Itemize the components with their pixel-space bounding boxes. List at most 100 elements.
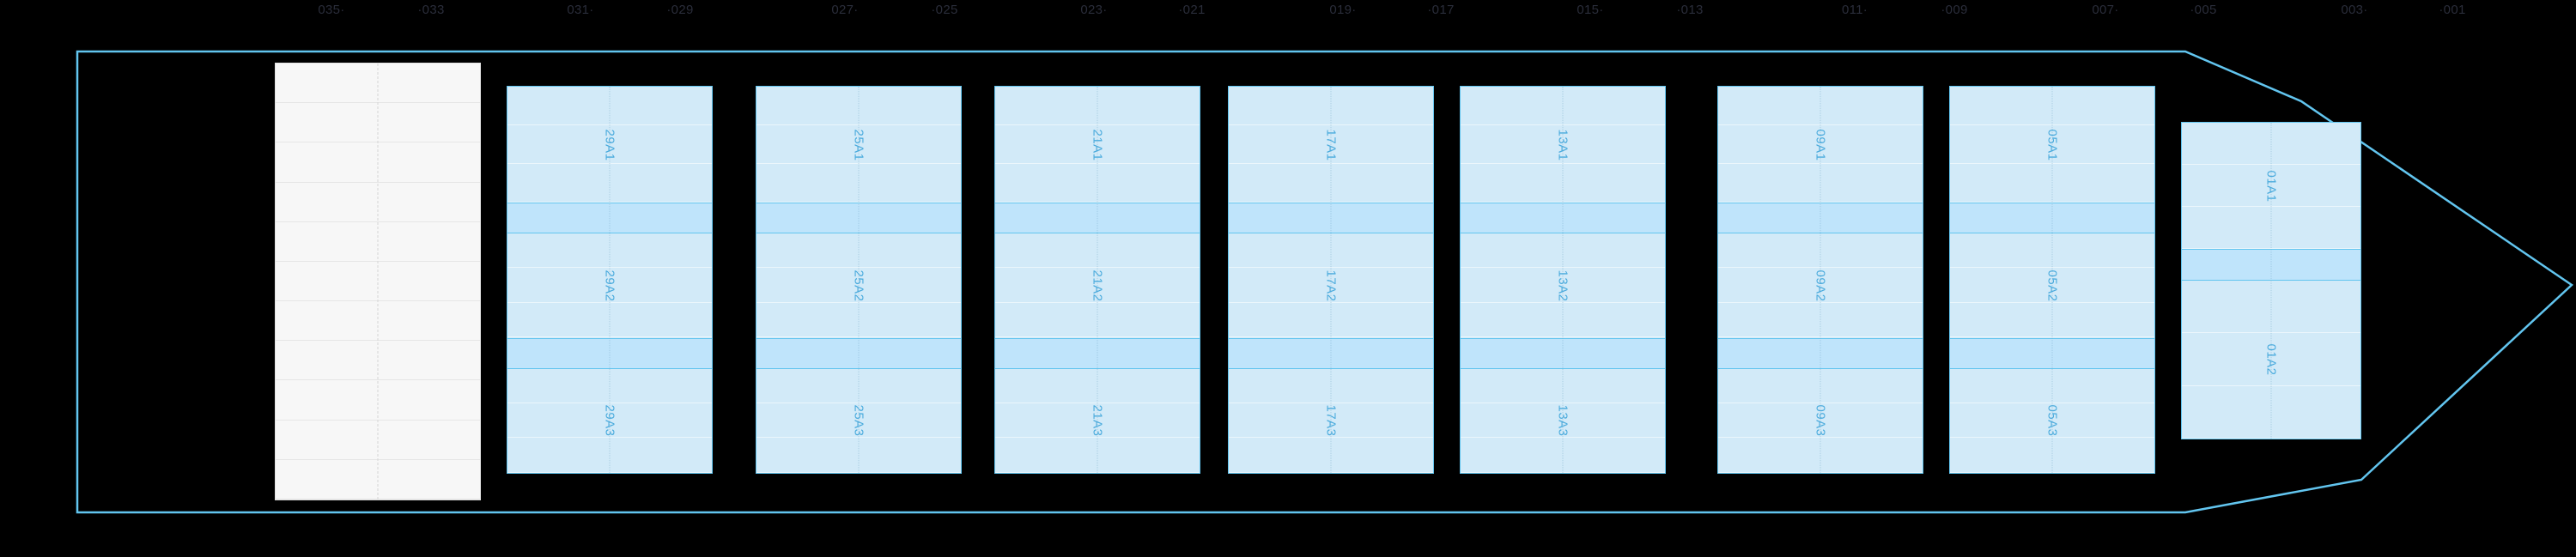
tier-subrow[interactable]: [2182, 165, 2360, 208]
bay-09[interactable]: 09A1 09A2 09A3: [1717, 86, 1923, 474]
tier-01A1[interactable]: 01A1: [2182, 123, 2360, 250]
tier-subrow[interactable]: [756, 87, 961, 125]
tier-subrow[interactable]: [995, 303, 1200, 338]
tier-subrow[interactable]: [1461, 403, 1665, 439]
tier-subrow[interactable]: [1950, 268, 2154, 303]
bay-05[interactable]: 05A1 05A2 05A3: [1949, 86, 2155, 474]
tier-subrow[interactable]: [1950, 369, 2154, 403]
bay-13[interactable]: 13A1 13A2 13A3: [1460, 86, 1666, 474]
tier-13A3[interactable]: 13A3: [1461, 368, 1665, 473]
tier-subrow[interactable]: [507, 438, 712, 473]
tier-subrow[interactable]: [1229, 438, 1433, 473]
stern-grid-row[interactable]: [276, 421, 480, 460]
tier-13A1[interactable]: 13A1: [1461, 87, 1665, 203]
tier-subrow[interactable]: [1461, 87, 1665, 125]
tier-subrow[interactable]: [1718, 164, 1923, 203]
tier-subrow[interactable]: [1718, 87, 1923, 125]
tier-09A1[interactable]: 09A1: [1718, 87, 1923, 203]
tier-subrow[interactable]: [2182, 123, 2360, 166]
tier-subrow[interactable]: [1718, 303, 1923, 338]
tier-05A2[interactable]: 05A2: [1950, 233, 2154, 338]
tier-subrow[interactable]: [1950, 87, 2154, 125]
stern-grid-row[interactable]: [276, 64, 480, 104]
tier-subrow[interactable]: [756, 233, 961, 269]
tier-05A1[interactable]: 05A1: [1950, 87, 2154, 203]
tier-subrow[interactable]: [995, 369, 1200, 403]
stern-grid-row[interactable]: [276, 142, 480, 183]
tier-subrow[interactable]: [1950, 303, 2154, 338]
tier-21A1[interactable]: 21A1: [995, 87, 1200, 203]
tier-09A2[interactable]: 09A2: [1718, 233, 1923, 338]
stern-grid-row[interactable]: [276, 262, 480, 302]
tier-subrow[interactable]: [756, 268, 961, 303]
tier-subrow[interactable]: [507, 369, 712, 403]
tier-subrow[interactable]: [1229, 164, 1433, 203]
tier-subrow[interactable]: [1229, 233, 1433, 269]
tier-21A3[interactable]: 21A3: [995, 368, 1200, 473]
tier-subrow[interactable]: [2182, 333, 2360, 386]
tier-21A2[interactable]: 21A2: [995, 233, 1200, 338]
stern-grid-row[interactable]: [276, 301, 480, 342]
tier-subrow[interactable]: [995, 164, 1200, 203]
tier-subrow[interactable]: [507, 164, 712, 203]
tier-subrow[interactable]: [1461, 303, 1665, 338]
tier-subrow[interactable]: [1229, 403, 1433, 439]
tier-subrow[interactable]: [995, 87, 1200, 125]
tier-subrow[interactable]: [507, 125, 712, 164]
tier-subrow[interactable]: [1718, 369, 1923, 403]
tier-25A1[interactable]: 25A1: [756, 87, 961, 203]
tier-subrow[interactable]: [507, 87, 712, 125]
tier-subrow[interactable]: [1718, 268, 1923, 303]
tier-subrow[interactable]: [2182, 207, 2360, 250]
tier-subrow[interactable]: [1718, 438, 1923, 473]
tier-subrow[interactable]: [1229, 303, 1433, 338]
tier-subrow[interactable]: [1461, 268, 1665, 303]
tier-subrow[interactable]: [507, 303, 712, 338]
tier-subrow[interactable]: [995, 125, 1200, 164]
stern-grid-row[interactable]: [276, 380, 480, 421]
tier-29A1[interactable]: 29A1: [507, 87, 712, 203]
tier-29A2[interactable]: 29A2: [507, 233, 712, 338]
tier-subrow[interactable]: [756, 125, 961, 164]
stern-grid-row[interactable]: [276, 103, 480, 143]
tier-subrow[interactable]: [756, 403, 961, 439]
tier-subrow[interactable]: [507, 233, 712, 269]
tier-subrow[interactable]: [995, 403, 1200, 439]
tier-subrow[interactable]: [1950, 164, 2154, 203]
tier-subrow[interactable]: [2182, 281, 2360, 334]
tier-subrow[interactable]: [1950, 403, 2154, 439]
tier-subrow[interactable]: [1229, 369, 1433, 403]
tier-subrow[interactable]: [1461, 438, 1665, 473]
tier-subrow[interactable]: [1718, 233, 1923, 269]
tier-subrow[interactable]: [1461, 125, 1665, 164]
tier-01A2[interactable]: 01A2: [2182, 280, 2360, 439]
tier-29A3[interactable]: 29A3: [507, 368, 712, 473]
tier-17A3[interactable]: 17A3: [1229, 368, 1433, 473]
tier-subrow[interactable]: [1229, 268, 1433, 303]
bay-25[interactable]: 25A1 25A2 25A3: [756, 86, 962, 474]
tier-subrow[interactable]: [1950, 438, 2154, 473]
tier-subrow[interactable]: [1229, 125, 1433, 164]
tier-subrow[interactable]: [995, 233, 1200, 269]
tier-subrow[interactable]: [756, 438, 961, 473]
tier-25A3[interactable]: 25A3: [756, 368, 961, 473]
tier-subrow[interactable]: [1229, 87, 1433, 125]
tier-subrow[interactable]: [1718, 403, 1923, 439]
tier-subrow[interactable]: [1718, 125, 1923, 164]
tier-subrow[interactable]: [507, 268, 712, 303]
tier-subrow[interactable]: [995, 268, 1200, 303]
tier-subrow[interactable]: [995, 438, 1200, 473]
bay-29[interactable]: 29A1 29A2 29A3: [507, 86, 713, 474]
tier-subrow[interactable]: [756, 369, 961, 403]
tier-25A2[interactable]: 25A2: [756, 233, 961, 338]
stern-accommodation-block[interactable]: [275, 63, 481, 500]
tier-subrow[interactable]: [507, 403, 712, 439]
tier-05A3[interactable]: 05A3: [1950, 368, 2154, 473]
stern-grid-row[interactable]: [276, 183, 480, 222]
stern-grid-row[interactable]: [276, 460, 480, 499]
tier-09A3[interactable]: 09A3: [1718, 368, 1923, 473]
stern-grid-row[interactable]: [276, 222, 480, 262]
tier-17A1[interactable]: 17A1: [1229, 87, 1433, 203]
tier-13A2[interactable]: 13A2: [1461, 233, 1665, 338]
